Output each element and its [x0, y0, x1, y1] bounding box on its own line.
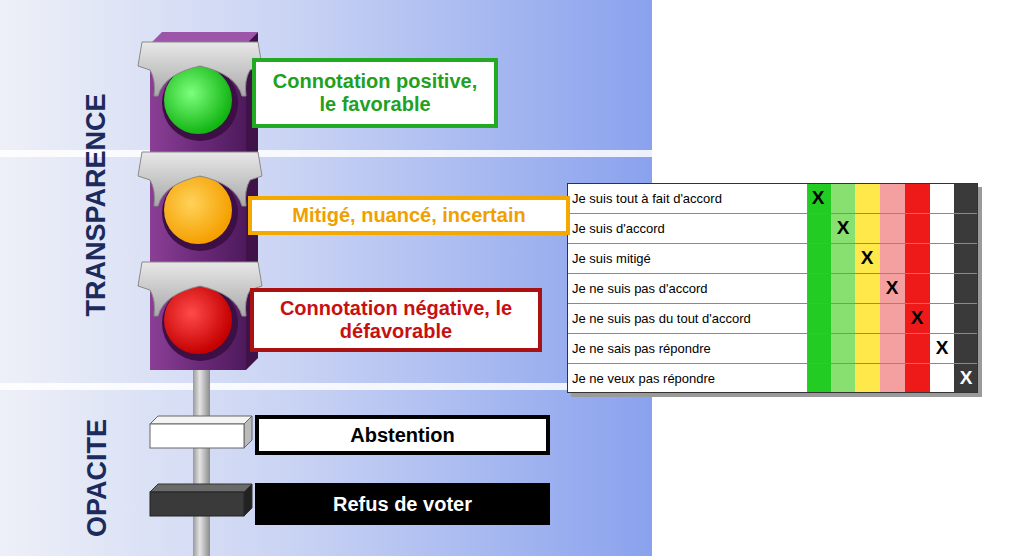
- check-mark: X: [837, 217, 850, 239]
- refusal-box: Refus de voter: [255, 483, 550, 525]
- box-text: Connotation négative, le défavorable: [262, 297, 530, 343]
- positive-box: Connotation positive, le favorable: [252, 58, 498, 128]
- check-mark: X: [886, 277, 899, 299]
- section-label: OPACITE: [82, 419, 113, 537]
- abstention-box: Abstention: [255, 415, 550, 455]
- table-cell: Je suis d'accord: [572, 221, 665, 236]
- check-mark: X: [861, 247, 874, 269]
- negative-box: Connotation négative, le défavorable: [250, 288, 542, 352]
- box-text: Abstention: [350, 424, 454, 447]
- check-mark: X: [936, 337, 949, 359]
- box-text: Mitigé, nuancé, incertain: [292, 204, 525, 227]
- table-cell: Je ne sais pas répondre: [572, 341, 711, 356]
- mixed-box: Mitigé, nuancé, incertain: [248, 196, 570, 235]
- section-label: TRANSPARENCE: [81, 93, 112, 316]
- table-cell: Je ne suis pas d'accord: [572, 281, 707, 296]
- table-cell: Je ne suis pas du tout d'accord: [572, 311, 751, 326]
- table-cell: Je suis tout à fait d'accord: [572, 191, 722, 206]
- box-text: Refus de voter: [333, 493, 472, 516]
- check-mark: X: [812, 187, 825, 209]
- check-mark: X: [911, 307, 924, 329]
- table-cell: Je suis mitigé: [572, 251, 651, 266]
- table-cell: Je ne veux pas répondre: [572, 371, 715, 386]
- box-text: Connotation positive, le favorable: [264, 70, 486, 116]
- check-mark: X: [960, 367, 973, 389]
